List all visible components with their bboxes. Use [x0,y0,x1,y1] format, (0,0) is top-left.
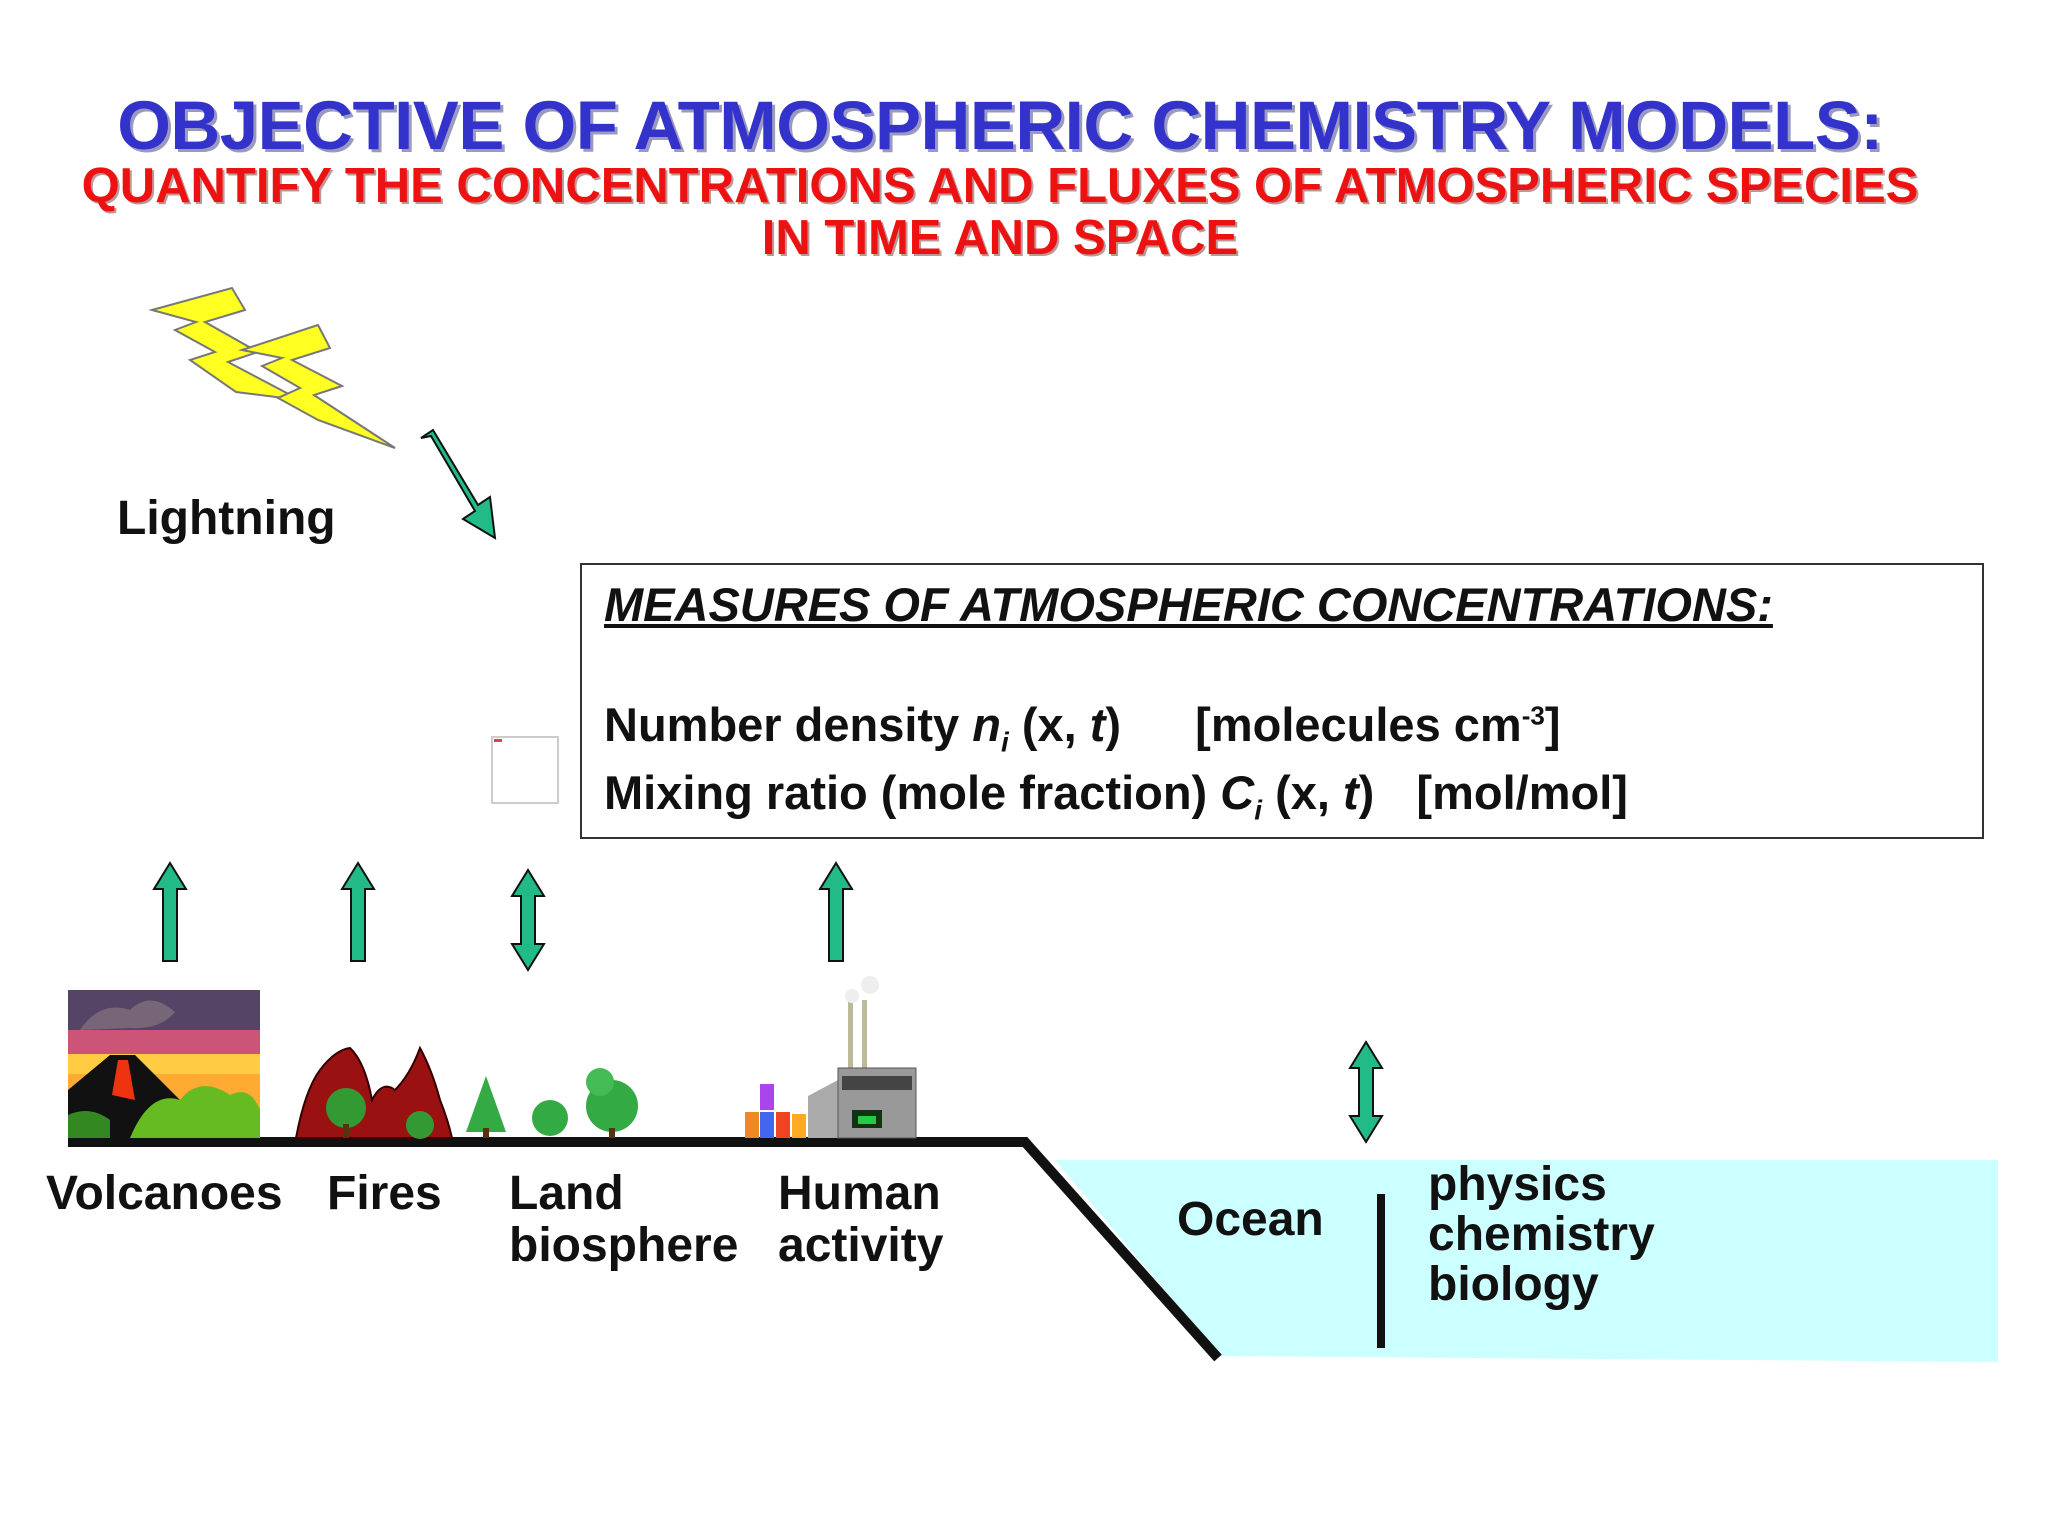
number-density-unit-close: ] [1544,698,1561,751]
number-density-t: t [1089,698,1106,751]
ground-line [68,1137,1222,1362]
fires-label: Fires [327,1167,442,1220]
volcanoes-label: Volcanoes [46,1167,283,1220]
lightning-label: Lightning [117,492,336,545]
subtitle-line-1: QUANTIFY THE CONCENTRATIONS AND FLUXES O… [81,159,1919,213]
ocean-processes-list: physics chemistry biology [1428,1160,1655,1310]
mixing-ratio-line: Mixing ratio (mole fraction) Ci (x, t) [… [604,765,1628,826]
mixing-ratio-t: t [1342,766,1359,819]
number-density-unit-exponent: -3 [1521,700,1545,731]
number-density-symbol: n [972,698,1001,751]
measures-box: MEASURES OF ATMOSPHERIC CONCENTRATIONS: … [580,563,1984,839]
ocean-process-biology: biology [1428,1258,1599,1311]
human-label-line1: Human [778,1167,941,1220]
volcano-arrow [153,862,187,962]
lightning-arrow [420,428,497,540]
page-title: OBJECTIVE OF ATMOSPHERIC CHEMISTRY MODEL… [117,87,1883,164]
fire-arrow [341,862,375,962]
number-density-label: Number density [604,698,960,751]
mixing-ratio-args-close: ) [1358,766,1375,819]
mixing-ratio-label: Mixing ratio (mole fraction) [604,766,1208,819]
ocean-separator [1377,1194,1385,1348]
land-label-line1: Land [509,1167,624,1220]
human-label-line2: activity [778,1219,944,1272]
tree-icon [466,1068,638,1138]
ocean-arrow [1349,1041,1383,1143]
mixing-ratio-symbol: C [1220,766,1255,819]
subtitle-line-2: IN TIME AND SPACE [761,211,1239,265]
number-density-unit: [molecules cm [1195,698,1522,751]
number-density-subscript: i [1000,726,1009,758]
lightning-bolt-icon [148,286,396,449]
mixing-ratio-unit: [mol/mol] [1416,766,1628,819]
ocean-label: Ocean [1177,1193,1324,1246]
ocean-process-physics: physics [1428,1158,1607,1211]
factory-icon [745,976,917,1139]
ocean-area [1055,1160,1998,1362]
land-label-line2: biosphere [509,1219,739,1272]
volcano-icon [68,990,260,1138]
human-activity-arrow [819,862,853,962]
number-density-line: Number density ni (x, t) [molecules cm-3… [604,697,1560,758]
mixing-ratio-subscript: i [1254,794,1262,826]
measures-heading: MEASURES OF ATMOSPHERIC CONCENTRATIONS: [604,578,1773,631]
land-biosphere-label: Land biosphere [509,1168,738,1272]
number-density-args: (x, [1021,698,1077,751]
number-density-args-close: ) [1105,698,1122,751]
fire-icon [294,1045,454,1139]
ocean-process-chemistry: chemistry [1428,1208,1655,1261]
biosphere-arrow [511,869,545,971]
human-activity-label: Human activity [778,1168,943,1272]
mixing-ratio-args: (x, [1275,766,1330,819]
placeholder-image [491,736,559,804]
